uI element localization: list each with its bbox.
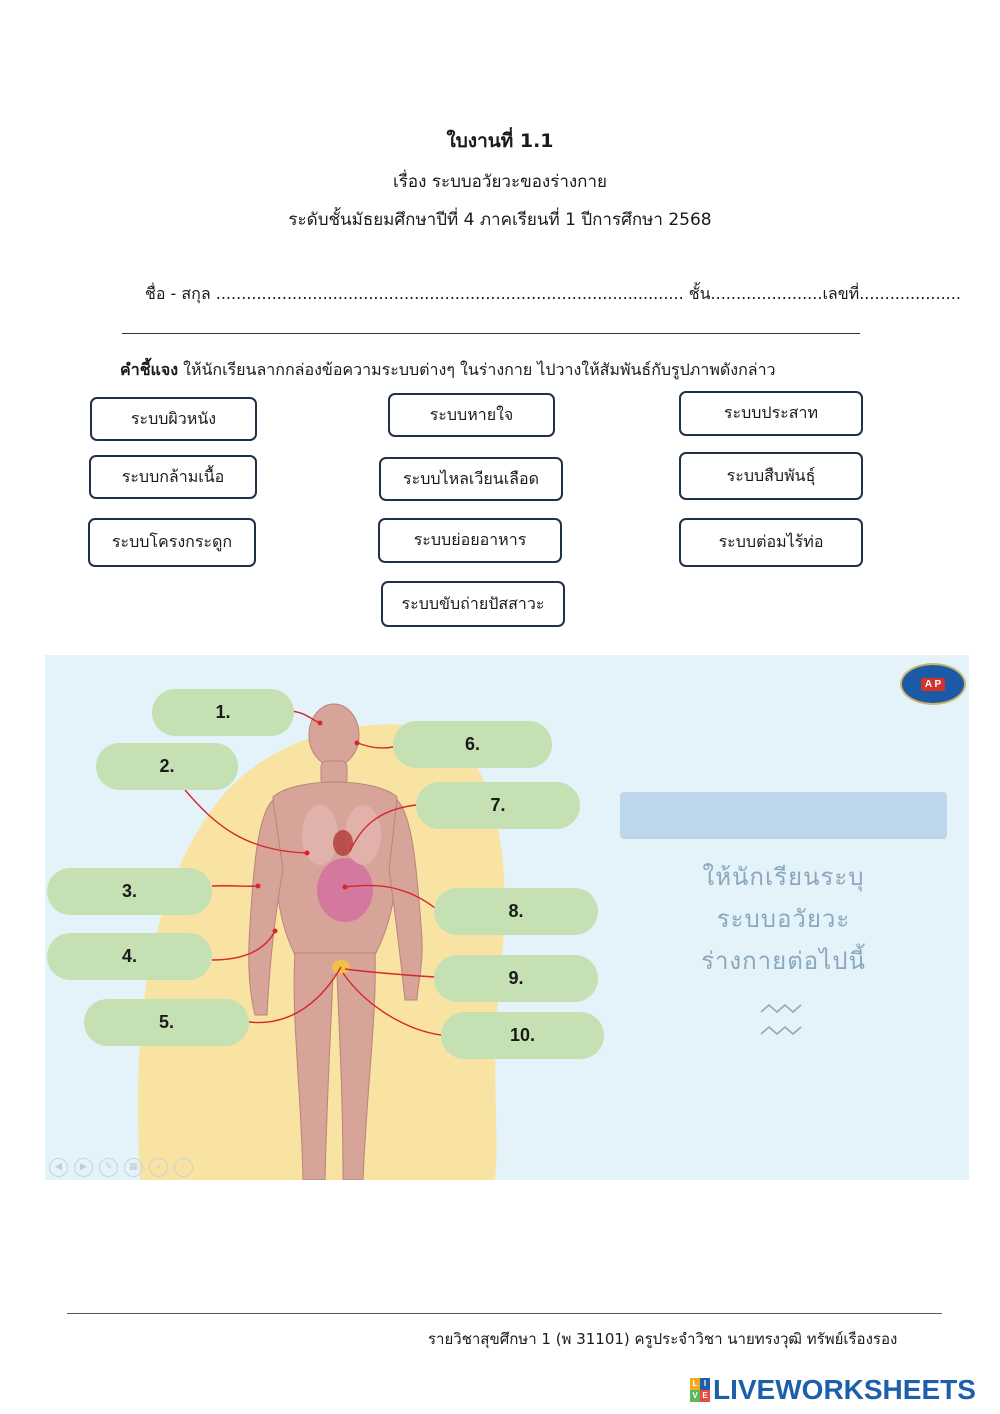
drag-box-skeletal-system[interactable]: ระบบโครงกระดูก [88, 518, 256, 567]
drag-box-circulatory-system[interactable]: ระบบไหลเวียนเลือด [379, 457, 563, 501]
liveworksheets-logo-icon: L I V E [690, 1378, 710, 1402]
label-pill-10: 10. [441, 1012, 604, 1059]
divider-line [122, 333, 860, 334]
brand-letter-v: V [690, 1390, 700, 1402]
label-pill-5: 5. [84, 999, 249, 1046]
label-pill-9: 9. [434, 955, 598, 1002]
brand-name: LIVEWORKSHEETS [713, 1374, 976, 1405]
leader-dots [255, 720, 360, 934]
brand-letter-l: L [690, 1378, 700, 1390]
brand-letter-i: I [700, 1378, 710, 1390]
liveworksheets-brand: L I V E LIVEWORKSHEETS [690, 1374, 976, 1406]
body-illustration [137, 703, 802, 1180]
body-systems-slide: 1. 2. 3. 4. 5. 6. 7. 8. 9. 10. ให้นักเรี… [45, 655, 969, 1180]
logo-text: A P [920, 677, 946, 691]
instructions-text: ให้นักเรียนลากกล่องข้อความระบบต่างๆ ในร่… [178, 360, 776, 379]
prompt-line-1: ให้นักเรียนระบุ [702, 863, 865, 891]
drag-box-reproductive-system[interactable]: ระบบสืบพันธุ์ [679, 452, 863, 500]
prev-slide-icon[interactable]: ◀ [49, 1158, 68, 1177]
drag-box-respiratory-system[interactable]: ระบบหายใจ [388, 393, 555, 437]
drag-box-digestive-system[interactable]: ระบบย่อยอาหาร [378, 518, 562, 563]
prompt-line-2: ระบบอวัยวะ [716, 905, 851, 933]
slide-controls: ◀ ▶ ✎ ▦ ⌕ ⋯ [49, 1158, 193, 1177]
label-pill-7: 7. [416, 782, 580, 829]
label-pill-8: 8. [434, 888, 598, 935]
more-icon[interactable]: ⋯ [174, 1158, 193, 1177]
drag-box-muscular-system[interactable]: ระบบกล้ามเนื้อ [89, 455, 257, 499]
drag-box-nervous-system[interactable]: ระบบประสาท [679, 391, 863, 436]
instructions-label: คำชี้แจง [120, 360, 179, 379]
student-info-line[interactable]: ชื่อ - สกุล ............................… [145, 284, 961, 303]
worksheet-title: ใบงานที่ 1.1 [446, 130, 554, 152]
label-pill-6: 6. [393, 721, 552, 768]
heart-shape [333, 830, 353, 856]
drag-box-endocrine-system[interactable]: ระบบต่อมไร้ท่อ [679, 518, 863, 567]
instructions: คำชี้แจง ให้นักเรียนลากกล่องข้อความระบบต… [120, 358, 776, 383]
label-pill-2: 2. [96, 743, 238, 790]
publisher-logo: A P [900, 663, 966, 705]
label-pill-4: 4. [47, 933, 212, 980]
brand-letter-e: E [700, 1390, 710, 1402]
drag-box-skin-system[interactable]: ระบบผิวหนัง [90, 397, 257, 441]
lung-right-shape [345, 805, 381, 865]
footer-course-info: รายวิชาสุขศึกษา 1 (พ 31101) ครูประจำวิชา… [428, 1330, 898, 1348]
prompt-line-3: ร่างกายต่อไปนี้ [701, 947, 866, 975]
slides-icon[interactable]: ▦ [124, 1158, 143, 1177]
zoom-icon[interactable]: ⌕ [149, 1158, 168, 1177]
lung-left-shape [302, 805, 338, 865]
label-pill-3: 3. [47, 868, 212, 915]
worksheet-subtitle: เรื่อง ระบบอวัยวะของร่างกาย [392, 172, 607, 192]
next-slide-icon[interactable]: ▶ [74, 1158, 93, 1177]
leader-lines [184, 710, 442, 1036]
intestines-shape [317, 858, 373, 922]
label-pill-1: 1. [152, 689, 294, 736]
class-level-line: ระดับชั้นมัธยมศึกษาปีที่ 4 ภาคเรียนที่ 1… [288, 210, 712, 230]
answer-bar [620, 792, 947, 839]
drag-box-urinary-system[interactable]: ระบบขับถ่ายปัสสาวะ [381, 581, 565, 627]
zigzag-decoration [760, 1004, 802, 1035]
pen-icon[interactable]: ✎ [99, 1158, 118, 1177]
footer-divider [67, 1313, 942, 1314]
